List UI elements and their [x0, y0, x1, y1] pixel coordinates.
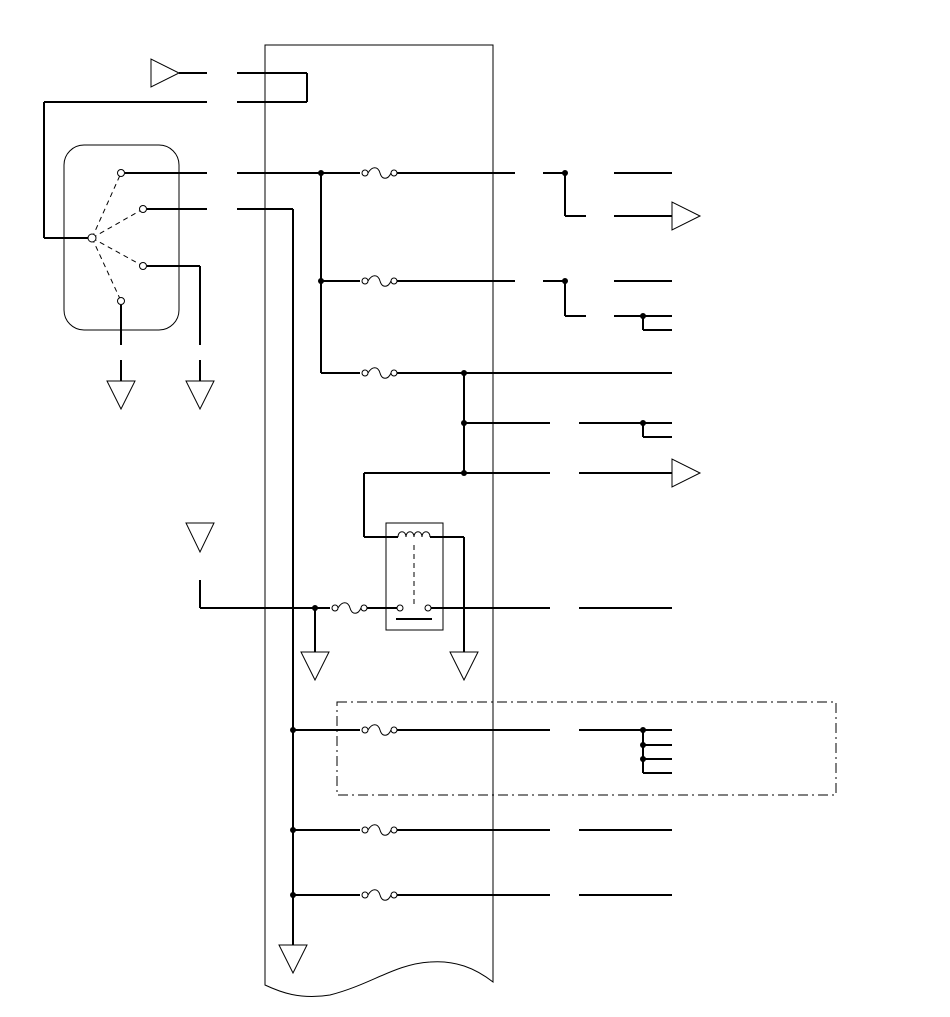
output-connector-arrow	[671, 458, 702, 488]
switch-terminal	[117, 169, 125, 177]
ground-arrow	[449, 651, 479, 682]
output-connector-arrow	[671, 201, 702, 231]
fuse	[361, 824, 398, 836]
fuse	[331, 602, 368, 614]
switch-terminal	[139, 262, 147, 270]
fuse	[361, 167, 398, 179]
switch-terminal	[139, 205, 147, 213]
fuse	[361, 367, 398, 379]
relay-coil	[397, 531, 431, 538]
input-connector-arrow	[150, 58, 181, 88]
ground-arrow	[278, 944, 308, 975]
switch-terminal	[117, 297, 125, 305]
junction-dot	[318, 170, 324, 176]
fuse	[361, 275, 398, 287]
fuse	[361, 724, 398, 736]
input-connector-arrow	[185, 522, 215, 554]
fuse-box-outline	[264, 44, 494, 998]
relay-housing	[385, 522, 444, 631]
ground-arrow	[185, 380, 215, 411]
ground-arrow	[106, 380, 136, 411]
switch-pivot	[87, 233, 97, 243]
optional-circuit-boundary	[336, 701, 837, 796]
ground-arrow	[300, 651, 330, 682]
fuse	[361, 889, 398, 901]
